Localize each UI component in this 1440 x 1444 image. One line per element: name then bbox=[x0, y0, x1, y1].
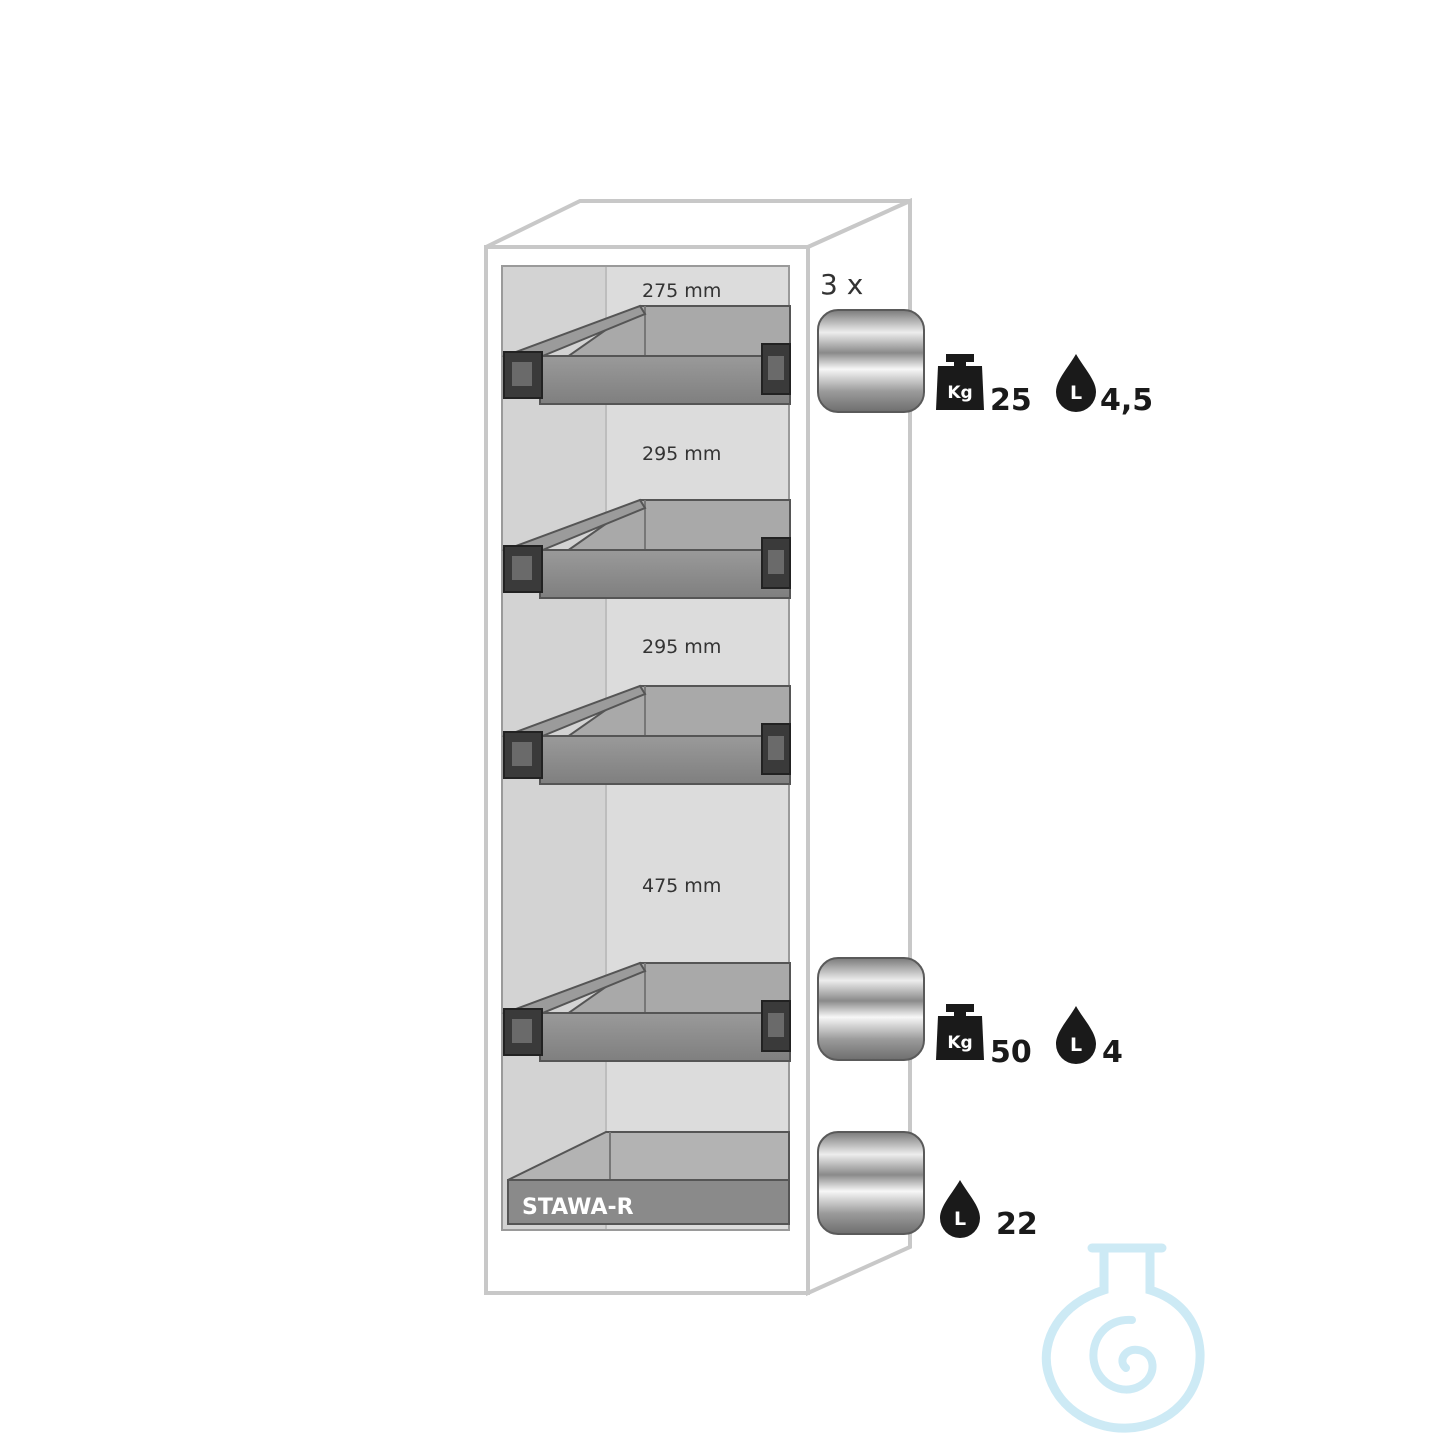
svg-text:L: L bbox=[1070, 382, 1082, 404]
container-3 bbox=[817, 1131, 925, 1235]
bottom-sump-tray: STAWA-R bbox=[507, 1131, 790, 1225]
weight-value-1: 25 bbox=[990, 383, 1032, 418]
volume-value-1: 4,5 bbox=[1100, 383, 1153, 418]
weight-value-2: 50 bbox=[990, 1035, 1032, 1070]
dimension-label-1: 275 mm bbox=[642, 280, 721, 302]
kg-weight-icon: Kg bbox=[936, 1004, 984, 1060]
volume-value-3: 22 bbox=[996, 1207, 1038, 1242]
container-2 bbox=[817, 957, 925, 1061]
flask-logo-icon bbox=[1041, 1243, 1205, 1433]
multiplier-label: 3 x bbox=[820, 268, 863, 301]
dimension-label-3: 295 mm bbox=[642, 636, 721, 658]
svg-text:Kg: Kg bbox=[947, 383, 972, 403]
svg-text:L: L bbox=[1070, 1034, 1082, 1056]
svg-text:Kg: Kg bbox=[947, 1033, 972, 1053]
volume-value-2: 4 bbox=[1102, 1035, 1123, 1070]
liter-drop-icon: L bbox=[940, 1180, 980, 1238]
kg-weight-icon: Kg bbox=[936, 354, 984, 410]
container-1 bbox=[817, 309, 925, 413]
dimension-label-2: 295 mm bbox=[642, 443, 721, 465]
liter-drop-icon: L bbox=[1056, 354, 1096, 412]
liter-drop-icon: L bbox=[1056, 1006, 1096, 1064]
dimension-label-4: 475 mm bbox=[642, 875, 721, 897]
svg-text:L: L bbox=[954, 1208, 966, 1230]
bottom-tray-label: STAWA-R bbox=[522, 1195, 634, 1220]
